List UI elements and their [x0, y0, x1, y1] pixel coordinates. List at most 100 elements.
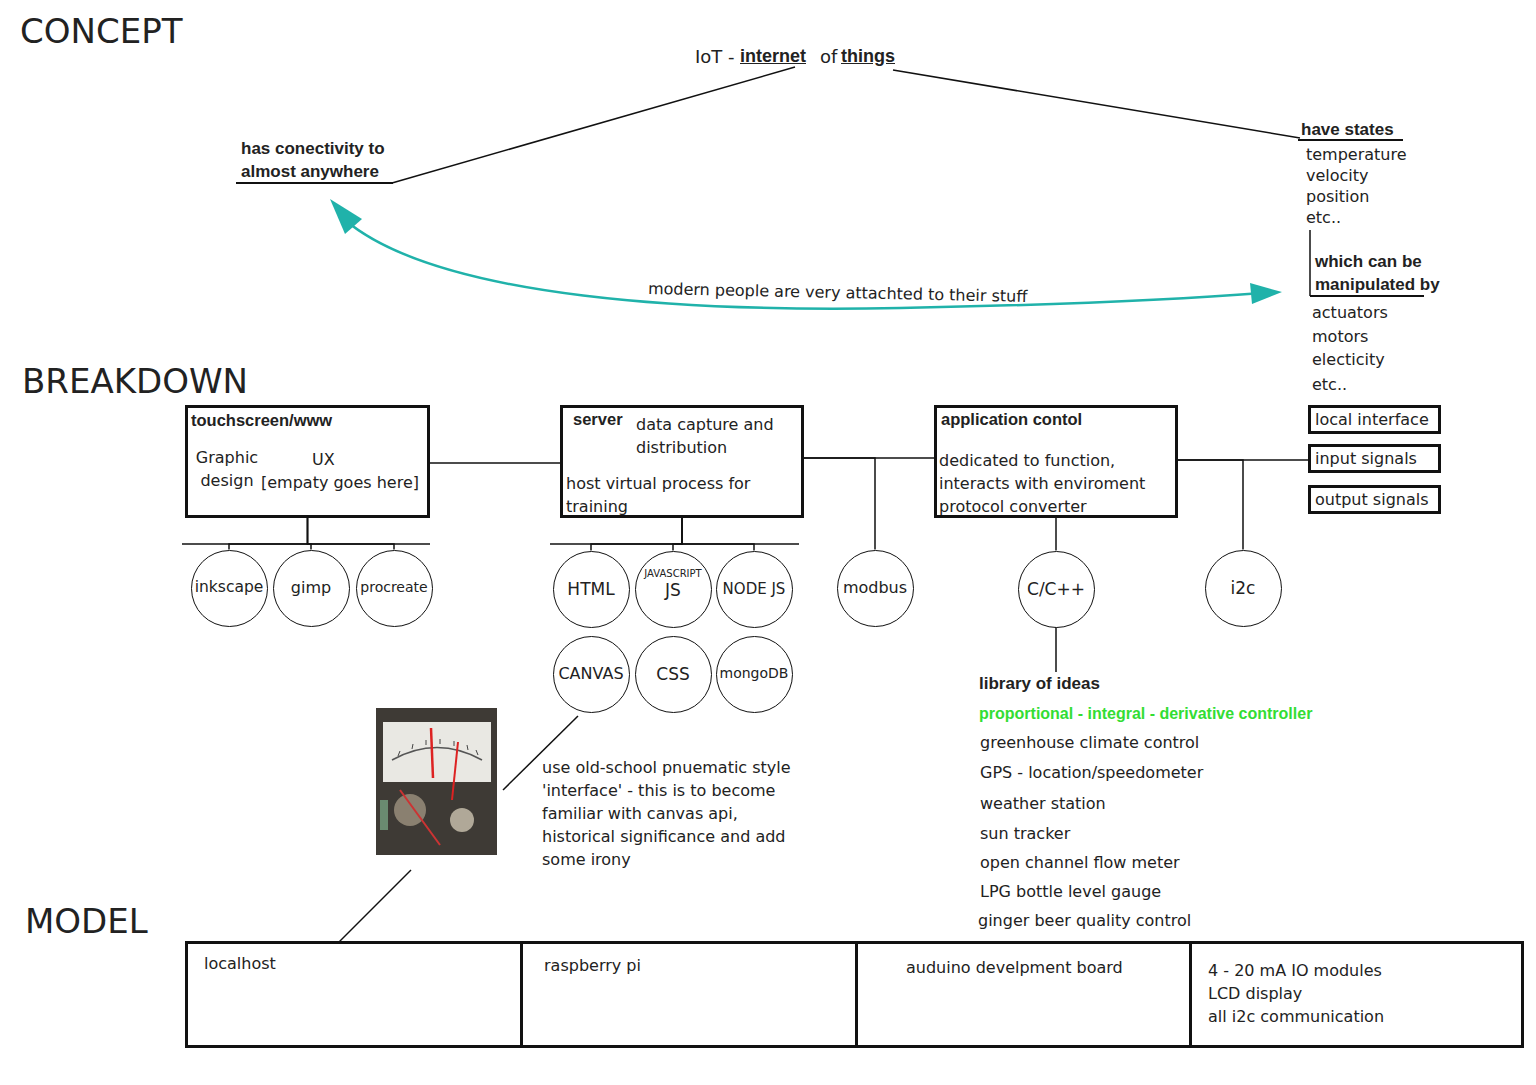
annotation-text: GPS - location/speedometer: [980, 762, 1203, 783]
connector-line: [673, 518, 682, 551]
node-text: JAVASCRIPT: [644, 568, 701, 579]
box-text: Graphic design: [190, 446, 264, 492]
tool-circle: modbus: [837, 550, 914, 627]
leader-line: [1055, 627, 1057, 672]
concept-link: [392, 67, 795, 183]
component-box: server data capture and distribution host …: [560, 405, 804, 518]
node-text: inkscape: [195, 579, 264, 596]
gauge-needle: [431, 728, 433, 778]
component-box: local interface: [1308, 405, 1441, 434]
tool-circle: HTML: [553, 551, 630, 628]
gauge-scale: [392, 748, 482, 761]
concept-link: [1309, 230, 1311, 296]
node-text: JS: [665, 581, 681, 600]
component-box: touchscreen/wwwGraphic designUX[empaty g…: [185, 405, 430, 518]
node-text: i2c: [1231, 579, 1256, 598]
connector-line: [1178, 460, 1243, 550]
component-box: input signals: [1308, 444, 1441, 473]
model-cell: raspberry pi: [520, 941, 858, 1048]
annotation-text: motors: [1312, 326, 1368, 347]
box-text: UX: [312, 448, 335, 471]
annotation-text: proportional - integral - derivative con…: [979, 703, 1312, 724]
box-text: host virtual process for training: [566, 472, 751, 518]
teal-arrow: [345, 220, 1262, 309]
box-text: auduino develpment board: [906, 956, 1123, 979]
connector-line: [1055, 518, 1057, 551]
annotation-text: position: [1306, 186, 1369, 207]
box-heading: server: [573, 408, 623, 431]
underline: [236, 182, 393, 184]
annotation-text: sun tracker: [980, 823, 1070, 844]
annotation-text: use old-school pnuematic style 'interfac…: [542, 756, 804, 871]
annotation-text: internet: [740, 45, 806, 68]
gauge-photo: [376, 708, 497, 855]
arrow-head: [330, 199, 362, 234]
annotation-text: has conectivity to almost anywhere: [241, 137, 421, 183]
gauge-ticks: [398, 739, 478, 756]
tool-circle: JAVASCRIPT JS: [635, 551, 712, 628]
section-heading: BREAKDOWN: [22, 359, 248, 403]
tool-circle: procreate: [356, 550, 433, 627]
model-cell: localhost: [185, 941, 523, 1048]
connector-line: [308, 518, 395, 550]
annotation-text: etc..: [1312, 374, 1347, 395]
node-text: gimp: [291, 579, 331, 597]
tool-circle: mongoDB: [716, 636, 793, 713]
node-text: modbus: [843, 579, 907, 597]
box-text: local interface: [1315, 408, 1429, 431]
concept-link: [893, 70, 1300, 138]
tool-circle: i2c: [1205, 550, 1282, 627]
annotation-text: etc..: [1306, 207, 1341, 228]
annotation-text: temperature: [1306, 144, 1407, 165]
tool-circle: C/C++: [1018, 551, 1095, 628]
underline: [1310, 295, 1424, 297]
component-box: application contoldedicated to function,…: [934, 405, 1178, 518]
annotation-text: LPG bottle level gauge: [980, 881, 1161, 902]
annotation-text: modern people are very attachted to thei…: [648, 278, 1028, 307]
annotation-text: of: [820, 45, 837, 68]
node-text: C/C++: [1027, 580, 1085, 599]
connector-line: [682, 518, 754, 551]
node-text: procreate: [360, 580, 427, 595]
arrow-head: [1250, 283, 1282, 304]
gauge-dial: [383, 722, 491, 782]
tool-circle: CSS: [635, 636, 712, 713]
annotation-text: greenhouse climate control: [980, 732, 1199, 753]
annotation-text: which can be manipulated by: [1315, 250, 1465, 296]
tool-circle: inkscape: [191, 550, 268, 627]
section-heading: CONCEPT: [20, 9, 182, 53]
annotation-text: ginger beer quality control: [978, 910, 1191, 931]
bellows: [450, 808, 474, 832]
box-text: LCD display: [1208, 982, 1302, 1005]
annotation-text: library of ideas: [979, 673, 1100, 695]
model-cell: auduino develpment board: [855, 941, 1192, 1048]
annotation-text: open channel flow meter: [980, 852, 1180, 873]
annotation-text: IoT -: [695, 45, 735, 68]
tool-circle: NODE JS: [716, 551, 793, 628]
box-text: raspberry pi: [544, 954, 641, 977]
box-text: data capture and distribution: [636, 413, 801, 459]
box-text: 4 - 20 mA IO modules: [1208, 959, 1382, 982]
connector-line: [591, 518, 682, 551]
box-text: output signals: [1315, 488, 1429, 511]
node-text: CANVAS: [558, 665, 623, 683]
box-heading: application contol: [941, 408, 1082, 431]
box-text: localhost: [204, 952, 276, 975]
tool-circle: CANVAS: [553, 636, 630, 713]
annotation-text: velocity: [1306, 165, 1369, 186]
bellows: [394, 794, 426, 826]
annotation-text: weather station: [980, 793, 1106, 814]
tool-circle: gimp: [273, 550, 350, 627]
gauge-needle: [452, 742, 458, 800]
annotation-text: have states: [1301, 119, 1394, 141]
node-text: mongoDB: [720, 666, 789, 681]
node-text: NODE JS: [723, 581, 786, 598]
node-text: HTML: [567, 580, 614, 599]
box-text: input signals: [1315, 447, 1417, 470]
leader-line: [503, 716, 578, 790]
annotation-text: actuators: [1312, 302, 1388, 323]
component-box: output signals: [1308, 485, 1441, 514]
